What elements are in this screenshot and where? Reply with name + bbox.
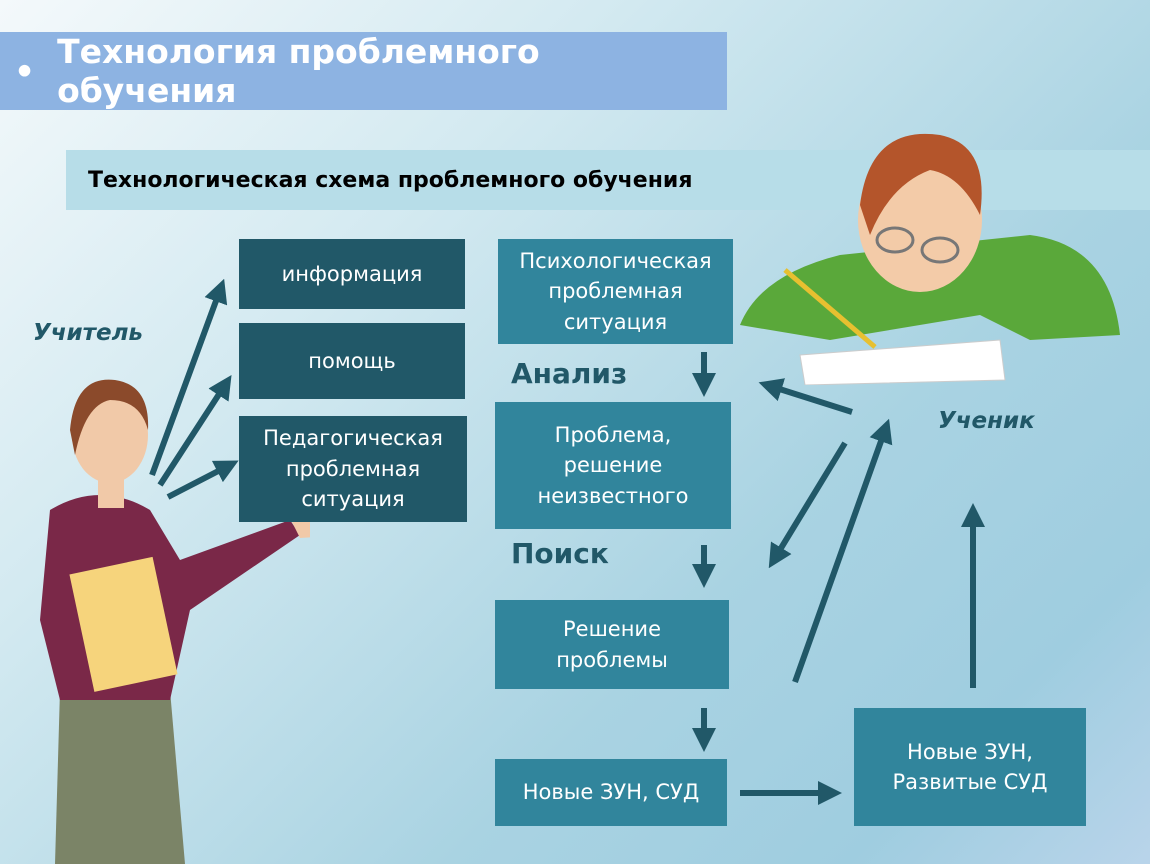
teacher-label: Учитель (33, 320, 143, 346)
arrow-solution-to-student (792, 418, 893, 684)
teacher-box-information: информация (239, 239, 465, 309)
arrow-teacher-help (157, 374, 232, 487)
title-text: Технология проблемного обучения (57, 32, 540, 110)
subtitle-text: Технологическая схема проблемного обучен… (88, 167, 693, 193)
flow-box-psychological-situation: Психологическая проблемная ситуация (498, 239, 733, 344)
arrow-student-to-search (768, 441, 848, 569)
result-box: Новые ЗУН, Развитые СУД (854, 708, 1086, 826)
student-illustration (740, 133, 1120, 385)
teacher-illustration (40, 379, 310, 864)
flow-box-problem: Проблема, решение неизвестного (495, 402, 731, 529)
title-bullet: • (14, 51, 36, 91)
stage-label-analysis: Анализ (511, 357, 628, 390)
student-label: Ученик (938, 408, 1035, 434)
flow-box-solution: Решение проблемы (495, 600, 729, 689)
stage-label-search: Поиск (511, 537, 609, 570)
arrow-student-to-psych (758, 378, 853, 415)
arrow-teacher-information (149, 278, 228, 477)
slide-title: • Технология проблемного обучения (0, 32, 727, 110)
arrow-teacher-pedagogical (166, 460, 239, 500)
teacher-box-pedagogical-situation: Педагогическая проблемная ситуация (239, 416, 467, 522)
teacher-box-help: помощь (239, 323, 465, 399)
flow-box-new-knowledge: Новые ЗУН, СУД (495, 759, 727, 826)
